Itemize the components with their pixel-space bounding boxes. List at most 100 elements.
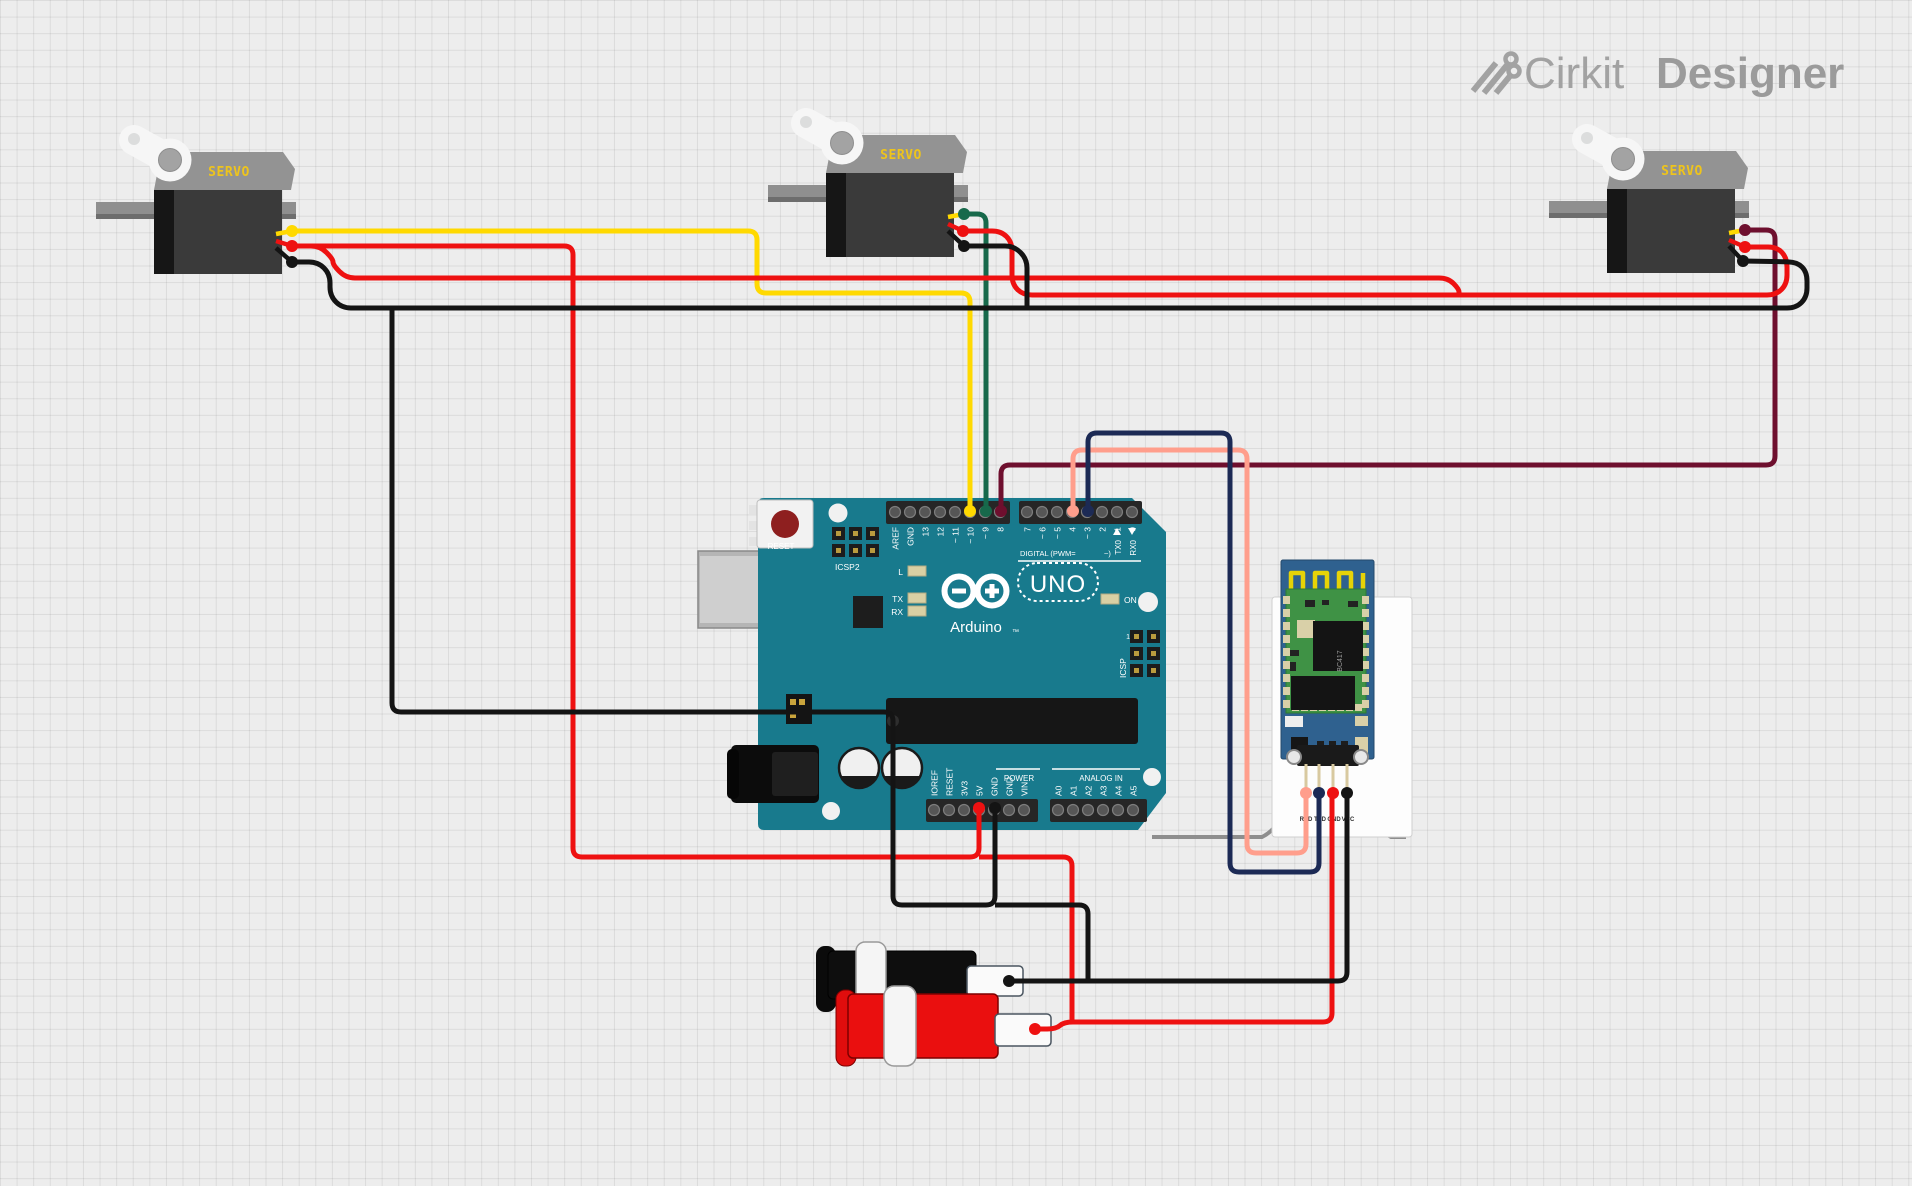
- pin-hole-IOREF[interactable]: [927, 803, 941, 817]
- pin-label: ~ 3: [1083, 527, 1093, 539]
- pin-hole-11[interactable]: [948, 505, 962, 519]
- pin-hole-GND[interactable]: [903, 505, 917, 519]
- pin-hole-12[interactable]: [933, 505, 947, 519]
- pin-hole-1[interactable]: [1110, 505, 1124, 519]
- pin-hole-7[interactable]: [1020, 505, 1034, 519]
- junction-dot[interactable]: [1313, 787, 1325, 799]
- pin-hole-2[interactable]: [1095, 505, 1109, 519]
- servo-motor-center[interactable]: [768, 116, 968, 257]
- pin-label: VIN: [1020, 782, 1030, 796]
- junction-dot[interactable]: [286, 225, 298, 237]
- wire-servo2-servo3-power[interactable]: [963, 228, 1790, 298]
- junction-dots-layer: [286, 208, 1751, 1035]
- reset-button[interactable]: [749, 499, 814, 549]
- servo-motor-right[interactable]: [1549, 132, 1749, 273]
- icsp-pin1-label: 1: [1126, 634, 1130, 641]
- icsp-label: ICSP: [1118, 658, 1128, 678]
- digital-header-right[interactable]: [1019, 501, 1142, 524]
- junction-dot[interactable]: [964, 505, 976, 517]
- wire-gnd-battery-link[interactable]: [995, 902, 1091, 981]
- arduino-brand: Arduino: [950, 619, 1002, 636]
- reset-label: RESET: [768, 542, 795, 551]
- pin-hole-A3[interactable]: [1096, 803, 1110, 817]
- bt-pin-header[interactable]: [1297, 745, 1359, 766]
- digital-header-left[interactable]: [886, 501, 1010, 524]
- pin-hole-A2[interactable]: [1081, 803, 1095, 817]
- icsp2-header[interactable]: [832, 527, 879, 557]
- pin-hole-AREF[interactable]: [888, 505, 902, 519]
- junction-dot[interactable]: [1341, 787, 1353, 799]
- junction-dot[interactable]: [958, 240, 970, 252]
- pin-hole-6[interactable]: [1035, 505, 1049, 519]
- junction-dot[interactable]: [1739, 224, 1751, 236]
- pin-hole-A4[interactable]: [1111, 803, 1125, 817]
- icsp-header[interactable]: [1130, 630, 1160, 677]
- wire-bt-txd-d3[interactable]: [1085, 430, 1322, 875]
- capacitor: [880, 746, 924, 790]
- digital-caption-tilde: ~): [1104, 549, 1111, 558]
- led-rx: [907, 605, 927, 617]
- pin-hole-5[interactable]: [1050, 505, 1064, 519]
- junction-dot[interactable]: [1327, 787, 1339, 799]
- wire-servo2-ground[interactable]: [964, 243, 1030, 308]
- junction-dot[interactable]: [957, 225, 969, 237]
- battery-clip-red[interactable]: [835, 985, 1052, 1067]
- digital-caption: DIGITAL (PWM=: [1020, 549, 1076, 558]
- junction-dot[interactable]: [980, 505, 992, 517]
- arduino-logo-icon: [941, 573, 1010, 609]
- capacitor: [837, 746, 881, 790]
- pin-label: A5: [1129, 785, 1139, 796]
- mount-hole: [1138, 592, 1158, 612]
- wire-bt-rxd-d4[interactable]: [1070, 447, 1309, 856]
- pin-hole-VIN[interactable]: [1017, 803, 1031, 817]
- junction-dot[interactable]: [995, 505, 1007, 517]
- pin-hole-RESET[interactable]: [942, 803, 956, 817]
- pin-label: 7: [1023, 527, 1033, 532]
- wire-servo1-signal-d10[interactable]: [292, 228, 973, 511]
- wires-layer[interactable]: [274, 211, 1810, 1032]
- uno-badge: [1017, 562, 1099, 602]
- wire-battery-bt-vcc[interactable]: [1009, 794, 1350, 984]
- pin-hole-0[interactable]: [1125, 505, 1139, 519]
- mount-hole: [828, 503, 848, 523]
- junction-dot[interactable]: [1067, 505, 1079, 517]
- wire-battery-bt-gnd[interactable]: [1035, 794, 1335, 1032]
- wire-ground-bus[interactable]: [292, 258, 1810, 311]
- on-label: ON: [1124, 595, 1137, 605]
- junction-dot[interactable]: [1029, 1023, 1041, 1035]
- wire-servo2-signal-d9[interactable]: [964, 211, 989, 511]
- junction-dot[interactable]: [989, 802, 1001, 814]
- junction-dot[interactable]: [1082, 505, 1094, 517]
- junction-dot[interactable]: [1300, 787, 1312, 799]
- rx0-label: RX0: [1129, 539, 1138, 555]
- pin-hole-GND[interactable]: [1002, 803, 1016, 817]
- junction-dot[interactable]: [1737, 255, 1749, 267]
- module-leg: [1152, 794, 1292, 839]
- pin-label: ~ 6: [1038, 527, 1048, 539]
- pin-hole-A1[interactable]: [1066, 803, 1080, 817]
- junction-dot[interactable]: [1003, 975, 1015, 987]
- pin-hole-13[interactable]: [918, 505, 932, 519]
- wire-ground-arduino[interactable]: [389, 308, 998, 908]
- wire-servo1-power-5v[interactable]: [292, 243, 982, 860]
- power-caption: POWER: [1004, 774, 1034, 783]
- pin-hole-3V3[interactable]: [957, 803, 971, 817]
- junction-dot[interactable]: [973, 802, 985, 814]
- wire-servo1-power-branch[interactable]: [292, 243, 1462, 295]
- wire-rail-to-battery[interactable]: [979, 854, 1075, 1022]
- junction-dot[interactable]: [1739, 241, 1751, 253]
- pin-label: 8: [996, 527, 1006, 532]
- wire-servo3-signal-d8[interactable]: [998, 227, 1778, 511]
- servo-motor-left[interactable]: [96, 133, 296, 274]
- junction-dot[interactable]: [958, 208, 970, 220]
- pin-hole-A0[interactable]: [1051, 803, 1065, 817]
- junction-dot[interactable]: [286, 256, 298, 268]
- junction-dot[interactable]: [286, 240, 298, 252]
- arduino-tm: ™: [1012, 629, 1019, 636]
- screw-hole: [1286, 749, 1302, 765]
- pin-hole-A5[interactable]: [1126, 803, 1140, 817]
- analog-caption: ANALOG IN: [1079, 774, 1123, 783]
- battery-clip-black[interactable]: [816, 941, 1024, 1012]
